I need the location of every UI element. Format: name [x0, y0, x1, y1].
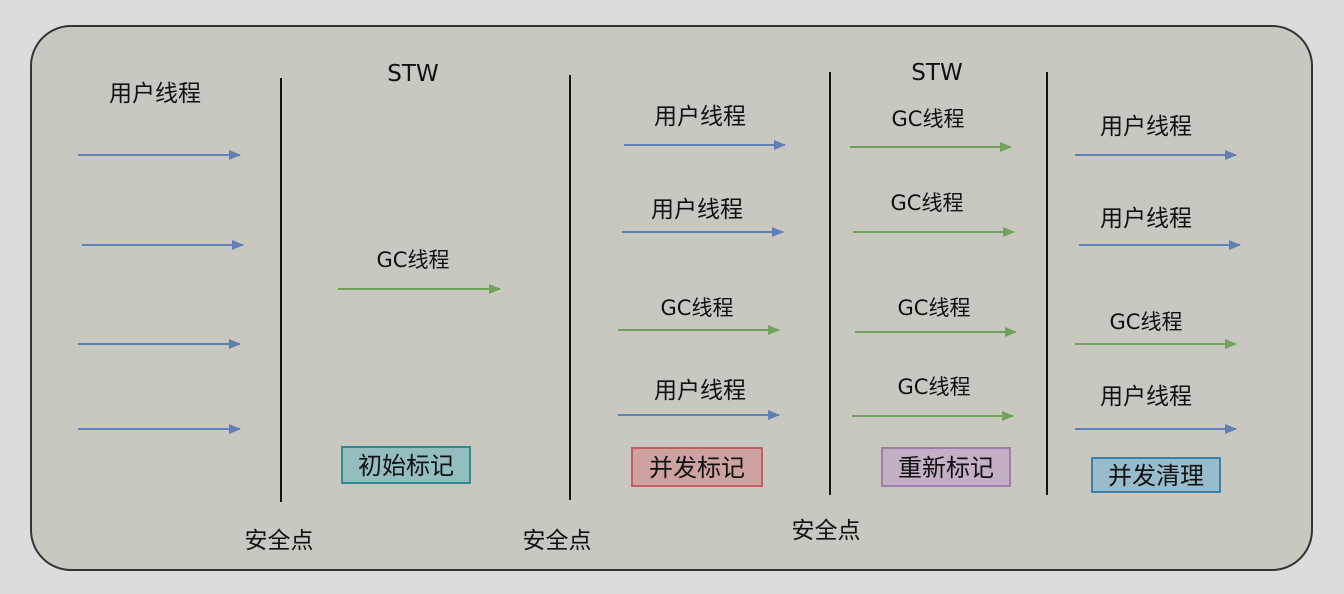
user-thread-label: 用户线程 [654, 104, 746, 130]
stw-label: STW [911, 60, 962, 86]
gc-thread-label: GC线程 [891, 191, 964, 215]
safepoint-label: 安全点 [792, 518, 861, 544]
gc-thread-label: GC线程 [892, 107, 965, 131]
phase-label-concurrent-sweep: 并发清理 [1108, 462, 1204, 490]
phase-label-remark: 重新标记 [898, 454, 994, 482]
phase-label-initial-mark: 初始标记 [358, 452, 454, 480]
gc-thread-label: GC线程 [898, 296, 971, 320]
user-thread-label: 用户线程 [654, 378, 746, 404]
user-thread-label: 用户线程 [1100, 384, 1192, 410]
gc-thread-label: GC线程 [898, 375, 971, 399]
user-thread-label: 用户线程 [1100, 114, 1192, 140]
phase-box-concurrent-sweep [1091, 457, 1221, 493]
phase-label-concurrent-mark: 并发标记 [649, 454, 745, 482]
user-thread-label: 用户线程 [109, 81, 201, 107]
user-thread-label: 用户线程 [1100, 206, 1192, 232]
phase-box-concurrent-mark [631, 447, 763, 487]
safepoint-label: 安全点 [245, 528, 314, 554]
user-thread-label: 用户线程 [651, 197, 743, 223]
gc-thread-label: GC线程 [661, 296, 734, 320]
safepoint-label: 安全点 [523, 528, 592, 554]
gc-thread-label: GC线程 [1110, 310, 1183, 334]
phase-box-remark [881, 447, 1011, 487]
gc-thread-label: GC线程 [377, 248, 450, 272]
phase-box-initial-mark [341, 446, 471, 484]
stw-label: STW [387, 61, 438, 87]
diagram-frame [30, 25, 1313, 571]
